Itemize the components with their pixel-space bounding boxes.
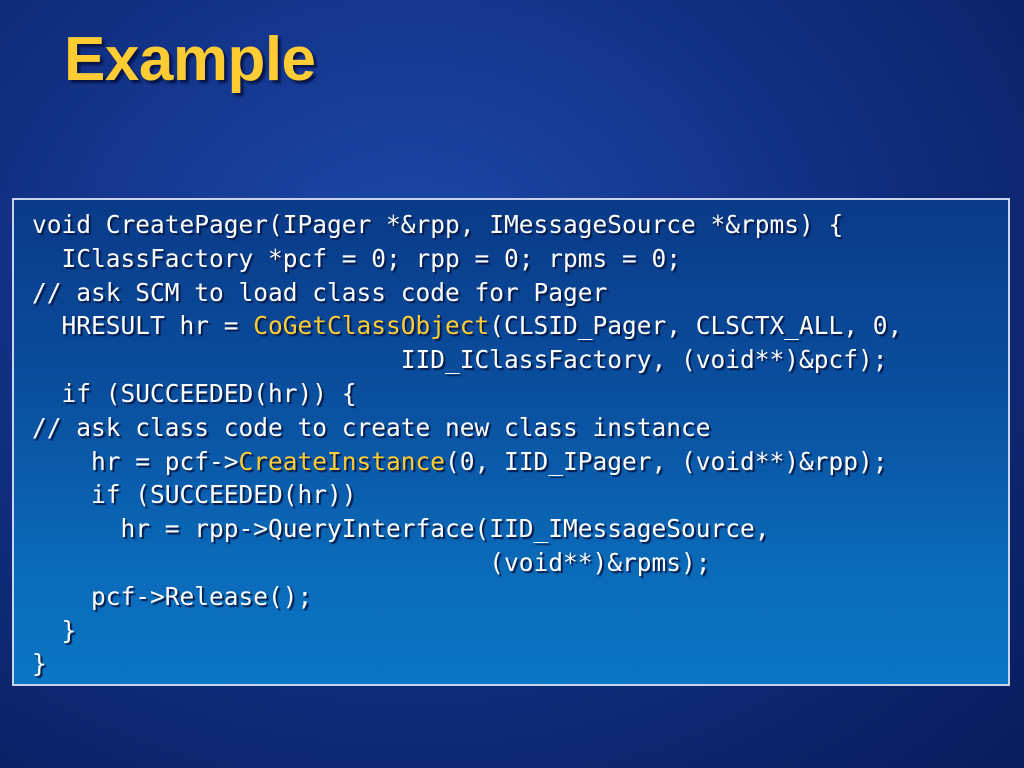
code-line: void CreatePager(IPager *&rpp, IMessageS…	[32, 208, 902, 242]
code-token: HRESULT hr =	[32, 311, 254, 341]
code-line: // ask SCM to load class code for Pager	[32, 276, 902, 310]
code-highlight-token: CoGetClassObject	[253, 311, 490, 341]
code-box: void CreatePager(IPager *&rpp, IMessageS…	[12, 198, 1010, 686]
code-line: IClassFactory *pcf = 0; rpp = 0; rpms = …	[32, 242, 902, 276]
slide-title: Example	[64, 25, 316, 94]
code-line: pcf->Release();	[32, 580, 902, 614]
code-line: hr = pcf->CreateInstance(0, IID_IPager, …	[32, 445, 902, 479]
code-line: if (SUCCEEDED(hr))	[32, 478, 902, 512]
code-token: // ask class code to create new class in…	[32, 412, 711, 442]
code-token: pcf->Release();	[32, 581, 313, 611]
code-line: IID_IClassFactory, (void**)&pcf);	[32, 343, 902, 377]
code-token: IID_IClassFactory, (void**)&pcf);	[32, 345, 888, 375]
code-token: }	[32, 649, 47, 679]
code-token: (void**)&rpms);	[32, 547, 711, 577]
code-token: // ask SCM to load class code for Pager	[32, 277, 608, 307]
code-token: hr = pcf->	[32, 446, 239, 476]
code-token: if (SUCCEEDED(hr))	[32, 480, 357, 510]
code-line: }	[32, 614, 902, 648]
code-token: hr = rpp->QueryInterface(IID_IMessageSou…	[32, 514, 770, 544]
code-line: HRESULT hr = CoGetClassObject(CLSID_Page…	[32, 309, 903, 343]
code-line: }	[32, 647, 902, 681]
code-line: // ask class code to create new class in…	[32, 411, 902, 445]
code-token: }	[32, 615, 77, 645]
code-highlight-token: CreateInstance	[238, 446, 446, 476]
code-line: hr = rpp->QueryInterface(IID_IMessageSou…	[32, 512, 902, 546]
code-token: IClassFactory *pcf = 0; rpp = 0; rpms = …	[32, 243, 682, 273]
code-line: if (SUCCEEDED(hr)) {	[32, 377, 902, 411]
code-token: (CLSID_Pager, CLSCTX_ALL, 0,	[489, 311, 903, 341]
code-listing: void CreatePager(IPager *&rpp, IMessageS…	[32, 208, 902, 681]
code-token: void CreatePager(IPager *&rpp, IMessageS…	[32, 210, 844, 239]
code-token: (0, IID_IPager, (void**)&rpp);	[445, 446, 888, 476]
code-line: (void**)&rpms);	[32, 546, 902, 580]
code-token: if (SUCCEEDED(hr)) {	[32, 378, 357, 408]
